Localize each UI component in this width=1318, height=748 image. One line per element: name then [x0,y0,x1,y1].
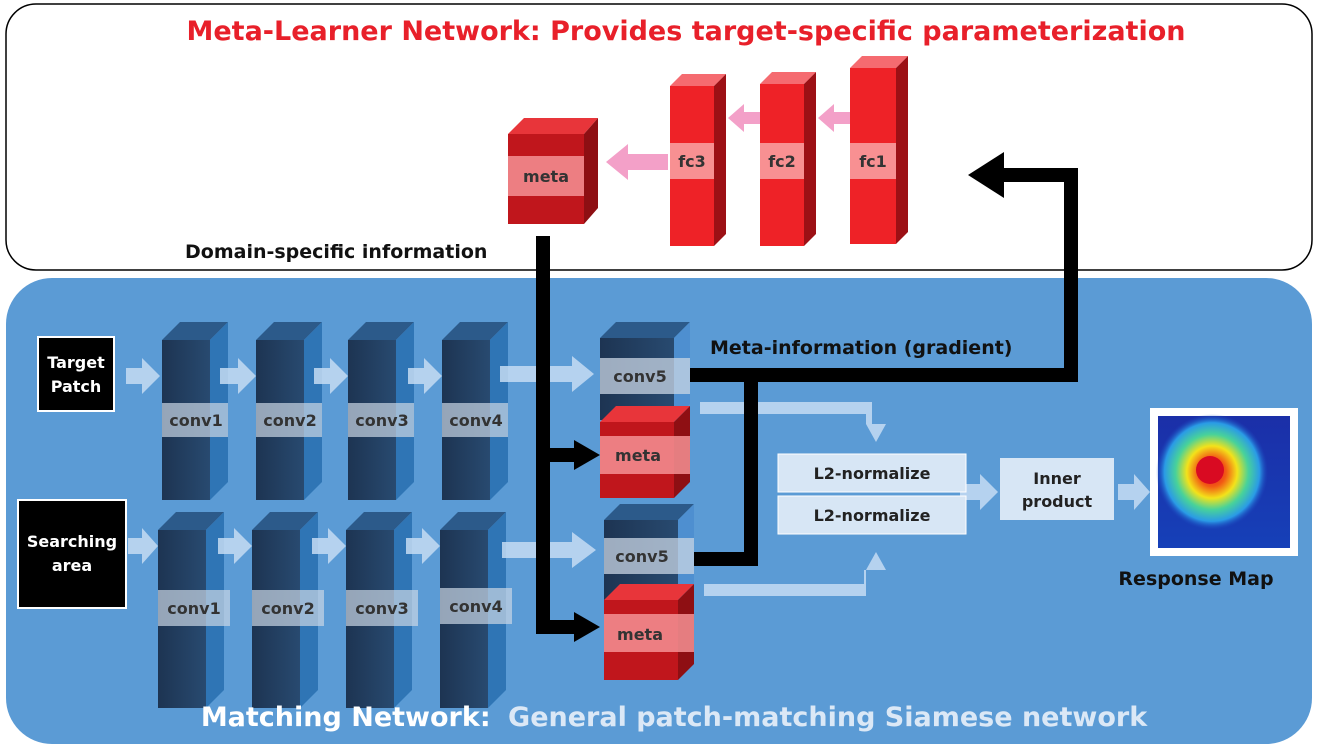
l2-normalize-search-label: L2-normalize [814,506,931,525]
search-meta-block: meta [604,584,694,680]
target-conv3-block: conv3 [348,322,414,500]
inner-product-line2: product [1022,492,1093,511]
fc1-block: fc1 [850,56,908,244]
search-conv5-label: conv5 [615,547,668,566]
matching-title-suffix: General patch-matching Siamese network [508,702,1148,733]
search-conv2-block: conv2 [252,512,324,708]
fc-flow-arrows [606,104,850,180]
l2-normalize-target: L2-normalize [777,453,967,493]
target-patch-line1: Target [47,353,105,372]
search-conv2-label: conv2 [261,599,314,618]
search-area-input: Searching area [17,499,127,609]
gradient-feedback-arrow [690,152,1078,566]
target-conv1-block: conv1 [162,322,228,500]
domain-info-label: Domain-specific information [185,241,487,263]
meta-parameter-arrows [536,236,600,642]
target-conv5-label: conv5 [613,367,666,386]
meta-output-label: meta [523,167,569,186]
search-conv4-block: conv4 [440,512,512,708]
search-area-line1: Searching [27,532,117,551]
search-conv1-block: conv1 [158,512,230,708]
search-area-line2: area [52,556,92,575]
gradient-label: Meta-information (gradient) [710,337,1013,359]
l2-normalize-search: L2-normalize [777,495,967,535]
fc3-block: fc3 [670,74,726,246]
search-conv1-label: conv1 [167,599,220,618]
target-patch-line2: Patch [51,377,102,396]
matching-title-prefix: Matching Network: [201,702,491,733]
response-map-label: Response Map [1118,568,1273,590]
fc2-block: fc2 [760,72,816,246]
l2-normalize-target-label: L2-normalize [814,464,931,483]
inner-product-line1: Inner [1033,469,1081,488]
search-conv3-label: conv3 [355,599,408,618]
target-conv5-block: conv5 [600,322,690,420]
target-meta-block: meta [600,406,690,498]
fc1-label: fc1 [859,152,887,171]
response-map [1150,408,1298,556]
search-conv3-block: conv3 [346,512,418,708]
fc3-label: fc3 [678,152,706,171]
target-conv1-label: conv1 [169,411,222,430]
target-patch-input: Target Patch [37,336,115,412]
search-conv4-label: conv4 [449,597,502,616]
meta-learner-title: Meta-Learner Network: Provides target-sp… [187,16,1186,47]
target-conv2-block: conv2 [256,322,322,500]
search-meta-label: meta [617,625,663,644]
search-conv5-block: conv5 [604,504,694,600]
fc2-label: fc2 [768,152,796,171]
target-conv4-label: conv4 [449,411,502,430]
target-meta-label: meta [615,446,661,465]
target-conv3-label: conv3 [355,411,408,430]
meta-learner-panel [5,3,1313,271]
meta-output-cube: meta [508,118,598,224]
target-conv2-label: conv2 [263,411,316,430]
target-conv4-block: conv4 [442,322,508,500]
inner-product-box: Inner product [1000,458,1114,520]
matching-network-title: Matching Network: General patch-matching… [201,702,1148,733]
